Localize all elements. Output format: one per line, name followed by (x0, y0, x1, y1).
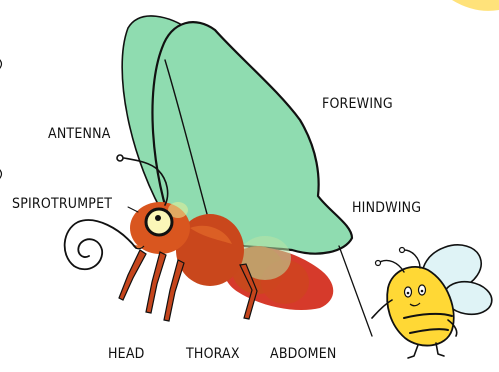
label-hindwing: HINDWING (352, 200, 421, 216)
eye-pupil (155, 215, 161, 221)
compound-eye (146, 209, 172, 235)
bee-leg (408, 345, 418, 358)
label-antenna: ANTENNA (48, 126, 111, 142)
spirotrumpet (65, 220, 136, 269)
spirotrumpet-leader (128, 207, 138, 212)
bee-mascot (372, 237, 494, 358)
label-thorax: THORAX (185, 346, 240, 362)
antenna-tip (117, 155, 123, 161)
label-head: HEAD (108, 346, 145, 362)
corner-accent (452, 0, 499, 11)
label-forewing: FOREWING (322, 96, 393, 112)
label-spirotrumpet: SPIROTRUMPET (12, 196, 112, 212)
bee-antenna (404, 250, 420, 268)
edge-mark (0, 170, 2, 178)
label-abdomen: ABDOMEN (270, 346, 337, 362)
hindwing-pointer (339, 246, 372, 336)
edge-mark (0, 60, 2, 68)
